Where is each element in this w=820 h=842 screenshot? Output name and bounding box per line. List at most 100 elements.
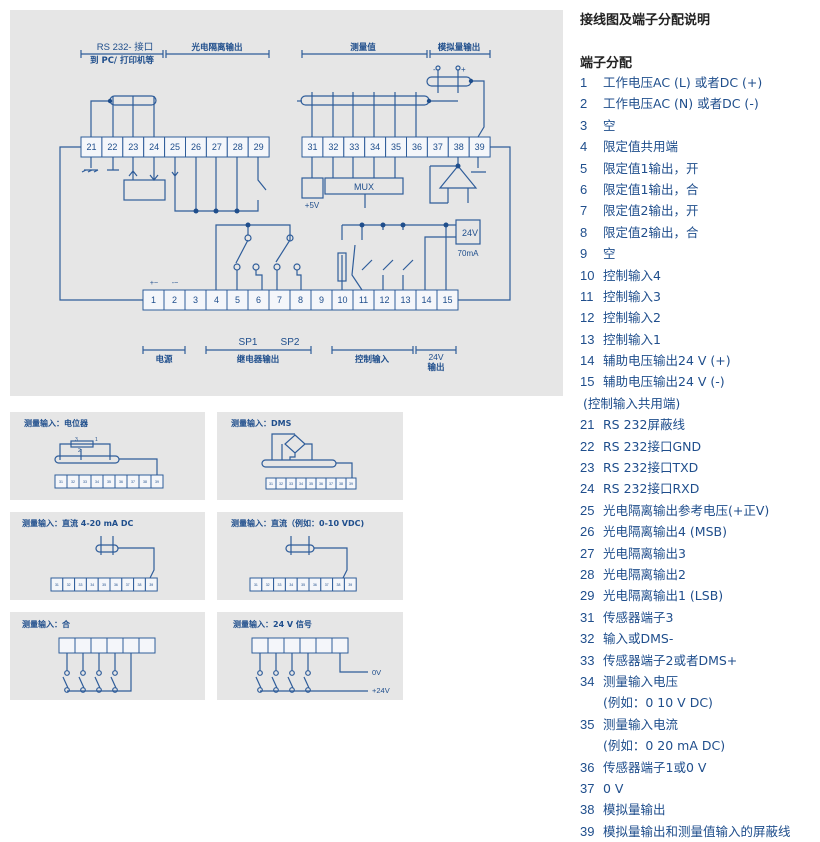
- terminal-number: 7: [580, 203, 588, 219]
- legend-row: 33 传感器端子2或者DMS+: [580, 650, 791, 671]
- terminal-number: 34: [95, 480, 99, 484]
- terminal-description: (例如：0 20 mA DC): [603, 738, 726, 754]
- footer-brackets: [142, 346, 457, 354]
- panel-24v-signal: [217, 612, 403, 700]
- terminal-number: 11: [580, 288, 594, 304]
- label-24v: +24V: [372, 686, 390, 695]
- legend-row: 38 模拟量输出: [580, 799, 791, 820]
- terminal-description: 传感器端子2或者DMS+: [603, 652, 738, 668]
- terminal-description: 控制输入2: [603, 310, 661, 326]
- pot-mark-1: 1: [95, 437, 98, 443]
- terminal-description: 模拟量输出: [603, 802, 666, 818]
- contact-terminal-icon: [80, 687, 86, 693]
- terminal-number: 34: [370, 142, 380, 152]
- terminal-number: 11: [359, 295, 368, 305]
- terminal-number: 37: [325, 583, 329, 587]
- terminal-description: 限定值1输出，开: [603, 160, 699, 176]
- terminal-number: 1: [580, 75, 588, 90]
- terminal-number: 36: [119, 480, 123, 484]
- terminal-description: 空: [603, 117, 616, 133]
- junction-dots: [107, 78, 474, 228]
- terminal-number: 13: [580, 331, 595, 347]
- terminal-number: 38: [454, 142, 464, 152]
- terminal-number: 31: [59, 480, 63, 484]
- terminal-number: 2: [172, 295, 177, 305]
- terminal-number: 31: [55, 583, 59, 587]
- terminal-number: 39: [580, 823, 595, 839]
- terminal-number: 38: [143, 480, 147, 484]
- terminal-number: 39: [348, 583, 352, 587]
- terminal-cell: [468, 136, 491, 158]
- legend-row: (例如：0 10 V DC): [580, 692, 791, 713]
- header-analog: 模拟量输出: [438, 42, 481, 53]
- terminal-description: 辅助电压输出24 V (+): [603, 353, 731, 369]
- terminal-cell: [436, 289, 459, 311]
- contact-terminal-icon: [257, 687, 263, 693]
- 70ma-label: 70mA: [458, 249, 480, 258]
- terminal-number: 23: [128, 142, 138, 152]
- terminal-number: 32: [580, 631, 595, 647]
- wiring-diagram: RS 232- 接口 到 PC/ 打印机等 光电隔离输出 测量值 模拟量输出: [10, 10, 563, 700]
- panel-title: 测量输入：直流 4-20 mA DC: [22, 518, 134, 528]
- terminal-number: 8: [580, 224, 588, 240]
- terminal-description: 测量输入电压: [603, 673, 679, 689]
- terminal-description: RS 232接口GND: [603, 438, 702, 454]
- terminal-number: 38: [580, 802, 595, 818]
- legend-row: 12 控制输入2: [580, 307, 791, 328]
- 24v-label: 24V: [462, 228, 478, 238]
- terminal-description: 光电隔离输出参考电压(+正V): [603, 502, 770, 518]
- terminal-number: 32: [266, 583, 270, 587]
- supply-minus-mark: -~: [172, 280, 178, 287]
- terminal-description: 空: [603, 246, 616, 262]
- header-brackets: [80, 50, 491, 58]
- terminal-number: 27: [580, 545, 595, 561]
- terminal-number: 33: [278, 583, 282, 587]
- panel-title: 测量输入：24 V 信号: [233, 619, 312, 629]
- terminal-number: [580, 735, 603, 756]
- header-rs232: RS 232- 接口: [97, 41, 154, 53]
- terminal-description: 控制输入4: [603, 267, 661, 283]
- terminal-number: 38: [138, 583, 142, 587]
- terminal-number: 31: [269, 482, 273, 486]
- footer-relay: 继电器输出: [237, 354, 280, 365]
- terminal-number: 8: [298, 295, 303, 305]
- contact-terminal-icon: [273, 687, 279, 693]
- terminal-number: 33: [79, 583, 83, 587]
- terminal-number: 35: [102, 583, 106, 587]
- terminal-number: 36: [313, 583, 317, 587]
- header-opto: 光电隔离输出: [190, 42, 242, 53]
- terminal-number: 38: [339, 482, 343, 486]
- terminal-cell: [267, 637, 285, 654]
- terminal-cell: [331, 637, 349, 654]
- terminal-description: 光电隔离输出1 (LSB): [603, 588, 724, 604]
- terminal-number: 35: [107, 480, 111, 484]
- panel-wires: [54, 433, 368, 692]
- terminal-description: 输入或DMS-: [603, 631, 674, 647]
- terminal-number: 2: [580, 96, 588, 112]
- terminal-number: 10: [580, 267, 595, 283]
- terminal-cell: [283, 637, 301, 654]
- terminal-number: 13: [400, 295, 410, 305]
- terminal-number: 34: [299, 482, 303, 486]
- panel-title: 测量输入：直流（例如：0-10 VDC): [231, 518, 364, 528]
- terminal-number: 33: [580, 652, 595, 668]
- terminal-description: RS 232接口TXD: [603, 460, 699, 476]
- terminal-number: 39: [155, 480, 159, 484]
- terminal-number: 32: [67, 583, 71, 587]
- analog-minus: -: [433, 65, 436, 74]
- terminal-number: 12: [580, 310, 595, 326]
- contact-terminal-icon: [112, 687, 118, 693]
- terminal-number: 36: [114, 583, 118, 587]
- header-rs232-sub: 到 PC/ 打印机等: [90, 55, 154, 66]
